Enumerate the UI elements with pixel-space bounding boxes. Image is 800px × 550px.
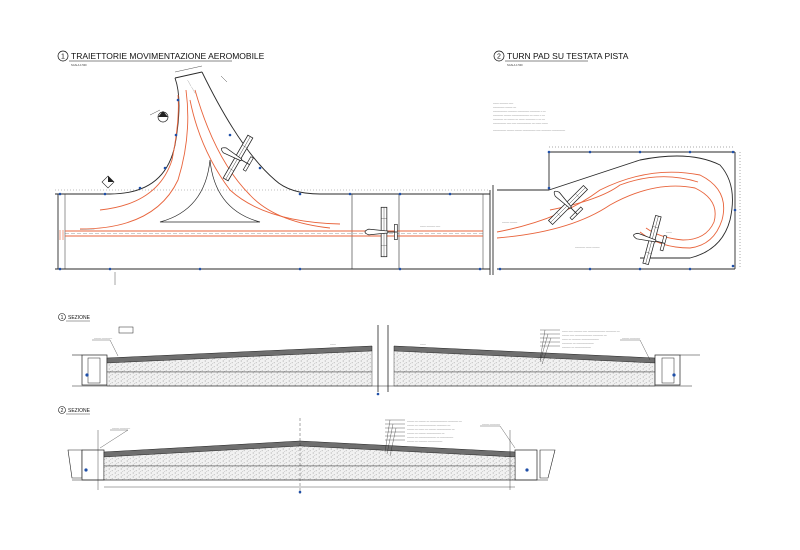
notes-block: ____ ______ ___ ________ _____ __ ______… (492, 101, 566, 131)
section-2-number: 2 (61, 408, 64, 414)
section-1-label: SEZIONE (68, 315, 91, 321)
svg-text:____ __ ______ ____________: ____ __ ______ ____________ (561, 337, 599, 340)
svg-text:_____ _____: _____ _____ (501, 220, 518, 223)
view-1-title: TRAIETTORIE MOVIMENTAZIONE AEROMOBILE (71, 51, 265, 61)
svg-text:____: ____ (329, 342, 336, 345)
svg-text:_____ _______: _____ _______ (481, 422, 501, 425)
svg-text:_____ ___ ____________ _______: _____ ___ ____________ _______ __ (561, 333, 607, 336)
section-2: 2 SEZIONE _____ __ _____ __ __________ (58, 406, 556, 494)
section-1: 1 SEZIONE ____ ___ ______ ___ ______ (58, 313, 700, 396)
aircraft-icon (208, 126, 263, 187)
svg-text:_____ _______: _____ _______ (111, 426, 131, 429)
view-2-scale: SCALA 1:500 (507, 63, 523, 67)
aircraft-icon (536, 173, 596, 233)
view-2-number: 2 (497, 54, 501, 61)
svg-text:____: ____ (349, 442, 356, 445)
section-2-label: SEZIONE (68, 408, 91, 414)
svg-text:_____ _______: _____ _______ (621, 336, 641, 339)
svg-text:________ _____ __: ________ _____ __ (492, 105, 517, 108)
svg-text:_______ _____ ____________ __: _______ _____ ____________ __ ____ _ __ (492, 113, 545, 116)
svg-text:_____ __ _____ __ ____________: _____ __ _____ __ ____________ _______ _… (406, 419, 462, 422)
svg-text:_____ __ ____ __ _____ _______: _____ __ ____ __ _____ __________ __ (406, 427, 455, 430)
svg-text:____ ______ ___: ____ ______ ___ (419, 224, 441, 227)
svg-text:_____ __ _____ __________ __: _____ __ _____ __________ __ (406, 431, 445, 434)
svg-text:_____ _______: _____ _______ (93, 336, 113, 339)
svg-text:_________ ___ ___ __________ _: _________ ___ ___ __________ __ ____ ___… (492, 121, 548, 124)
svg-text:_____ __ ____________ __ _____: _____ __ ____________ __ _________ (406, 435, 454, 438)
svg-text:____: ____ (665, 230, 672, 233)
svg-text:_______ __ _____ __ ____ _____: _______ __ _____ __ ____ _______ _ __ __ (492, 117, 545, 120)
svg-text:_________ _____ _____ ________: _________ _____ _____ _________ ___ ____… (492, 128, 566, 131)
section-cut-marker (157, 111, 169, 123)
section-1-number: 1 (61, 315, 64, 321)
view-1-number-badge (57, 50, 69, 62)
svg-text:______ __ ___________: ______ __ ___________ (561, 345, 591, 348)
view-1-taxiway-plan: 1 TRAIETTORIE MOVIMENTAZIONE AEROMOBILE … (55, 50, 491, 285)
svg-text:____ ___ ______ ___ __________: ____ ___ ______ ___ ____________ _______… (561, 329, 620, 332)
svg-text:_____ _____: _____ _____ (187, 78, 198, 94)
view-2-title: TURN PAD SU TESTATA PISTA (507, 51, 629, 61)
svg-text:_______ __ ____________: _______ __ ____________ (561, 341, 594, 344)
svg-text:____: ____ (419, 342, 426, 345)
view-2-number-badge (493, 50, 505, 62)
view-1-number: 1 (61, 54, 65, 61)
svg-text:__________ ______ ________ ___: __________ ______ ________ _______ _ __ (492, 109, 546, 112)
svg-text:_____ __ ______ __________: _____ __ ______ __________ (406, 439, 443, 442)
aircraft-icon (626, 210, 672, 268)
svg-text:____ ______ ___: ____ ______ ___ (492, 101, 514, 104)
view-1-scale: SCALA 1:500 (71, 63, 87, 67)
svg-text:____: ____ (239, 442, 246, 445)
north-arrow-icon (101, 175, 115, 189)
svg-text:_____ __ ____________ _______: _____ __ ____________ _______ __ (406, 423, 451, 426)
svg-text:_______ ____ _____: _______ ____ _____ (574, 245, 600, 248)
view-2-turn-pad-plan: 2 TURN PAD SU TESTATA PISTA SCALA 1:500 … (492, 50, 741, 275)
svg-text:__________: __________ (79, 227, 95, 230)
aircraft-icon (364, 206, 398, 258)
